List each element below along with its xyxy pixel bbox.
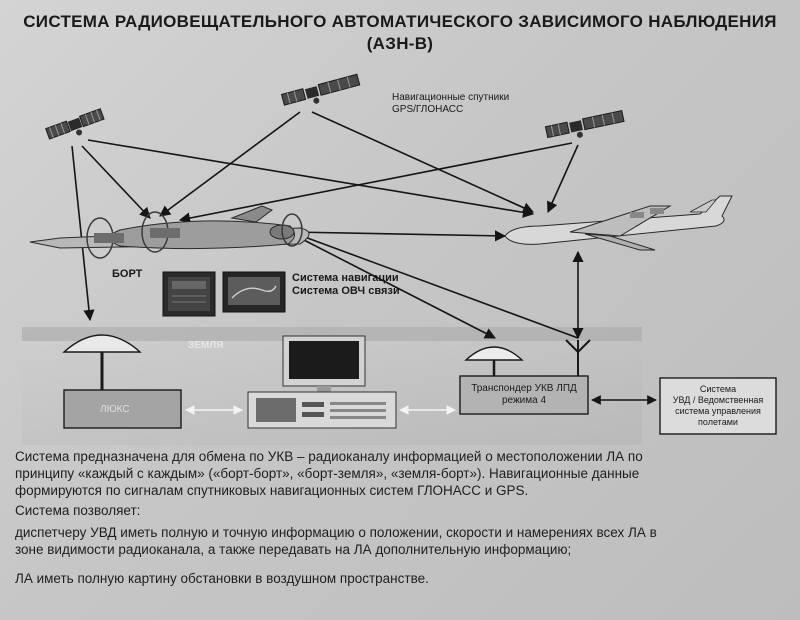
luks-label: ЛЮКС [100, 404, 130, 415]
luks-unit [63, 389, 182, 429]
capabilities-heading: Система позволяет: [15, 503, 141, 518]
capability-controller: диспетчеру УВД иметь полную и точную инф… [15, 524, 790, 558]
arrow-plane1-transponder [299, 237, 496, 339]
onboard-systems-line1: Система навигации [292, 272, 399, 284]
external-system-label: Система УВД / Ведомственная система упра… [666, 384, 770, 428]
arrow-sat1-ground [71, 145, 95, 322]
external-atc-system-box [659, 377, 777, 435]
external-system-line4: полетами [698, 417, 738, 427]
transponder-unit [459, 375, 589, 415]
jet-aircraft-icon [504, 195, 733, 251]
transponder-label: Транспондер УКВ ЛПД режима 4 [462, 383, 586, 407]
description-line3: формируются по сигналам спутниковых нави… [15, 483, 529, 498]
page-subtitle: (АЗН-В) [366, 34, 434, 53]
satellites-label: Навигационные спутники GPS/ГЛОНАСС [392, 92, 509, 116]
satellites-label-line2: GPS/ГЛОНАСС [392, 104, 464, 115]
onboard-systems-line2: Система ОВЧ связи [292, 285, 400, 297]
arrow-sat2-plane2 [311, 111, 535, 213]
transponder-label-line2: режима 4 [501, 395, 547, 406]
satellite-2-icon [280, 73, 361, 106]
ground-dish-antenna-icon [62, 334, 142, 390]
satellites-label-line1: Навигационные спутники [392, 92, 510, 103]
description-line1: Система предназначена для обмена по УКВ … [15, 449, 643, 464]
arrow-plane-to-plane [290, 226, 507, 242]
onboard-navigation-unit [162, 271, 216, 317]
capability-controller-line1: диспетчеру УВД иметь полную и точную инф… [15, 525, 657, 540]
arrow-sat1-plane2 [87, 139, 535, 218]
arrow-sat3-plane1 [178, 142, 573, 224]
control-workstation [247, 335, 397, 429]
arrow-sat2-plane1 [159, 111, 301, 217]
capability-controller-line2: зоне видимости радиоканала, а также пере… [15, 542, 572, 557]
description-paragraph: Система предназначена для обмена по УКВ … [15, 448, 790, 499]
signal-arrows [71, 111, 584, 340]
arrow-sat1-plane1 [81, 145, 151, 219]
satellite-1-icon [45, 108, 105, 140]
onboard-systems-label: Система навигации Система ОВЧ связи [292, 272, 400, 298]
transponder-label-line1: Транспондер УКВ ЛПД [471, 383, 577, 394]
vhf-antenna-icon [565, 339, 591, 376]
capability-aircraft: ЛА иметь полную картину обстановки в воз… [15, 571, 429, 586]
turboprop-aircraft-icon [29, 205, 310, 259]
arrow-sat3-plane2 [547, 144, 579, 214]
page-title: СИСТЕМА РАДИОВЕЩАТЕЛЬНОГО АВТОМАТИЧЕСКОГ… [23, 12, 777, 31]
description-line2: принципу «каждый с каждым» («борт-борт»,… [15, 466, 640, 481]
onboard-radio-display [222, 271, 286, 313]
external-system-line3: система управления [675, 406, 761, 416]
satellite-3-icon [544, 109, 625, 139]
transponder-dish-icon [464, 346, 524, 376]
bort-label: БОРТ [112, 268, 143, 280]
external-system-line1: Система [699, 384, 737, 394]
external-system-line2: УВД / Ведомственная [672, 395, 764, 405]
ground-label: ЗЕМЛЯ [188, 340, 224, 351]
arrow-plane1-antenna [301, 235, 579, 339]
